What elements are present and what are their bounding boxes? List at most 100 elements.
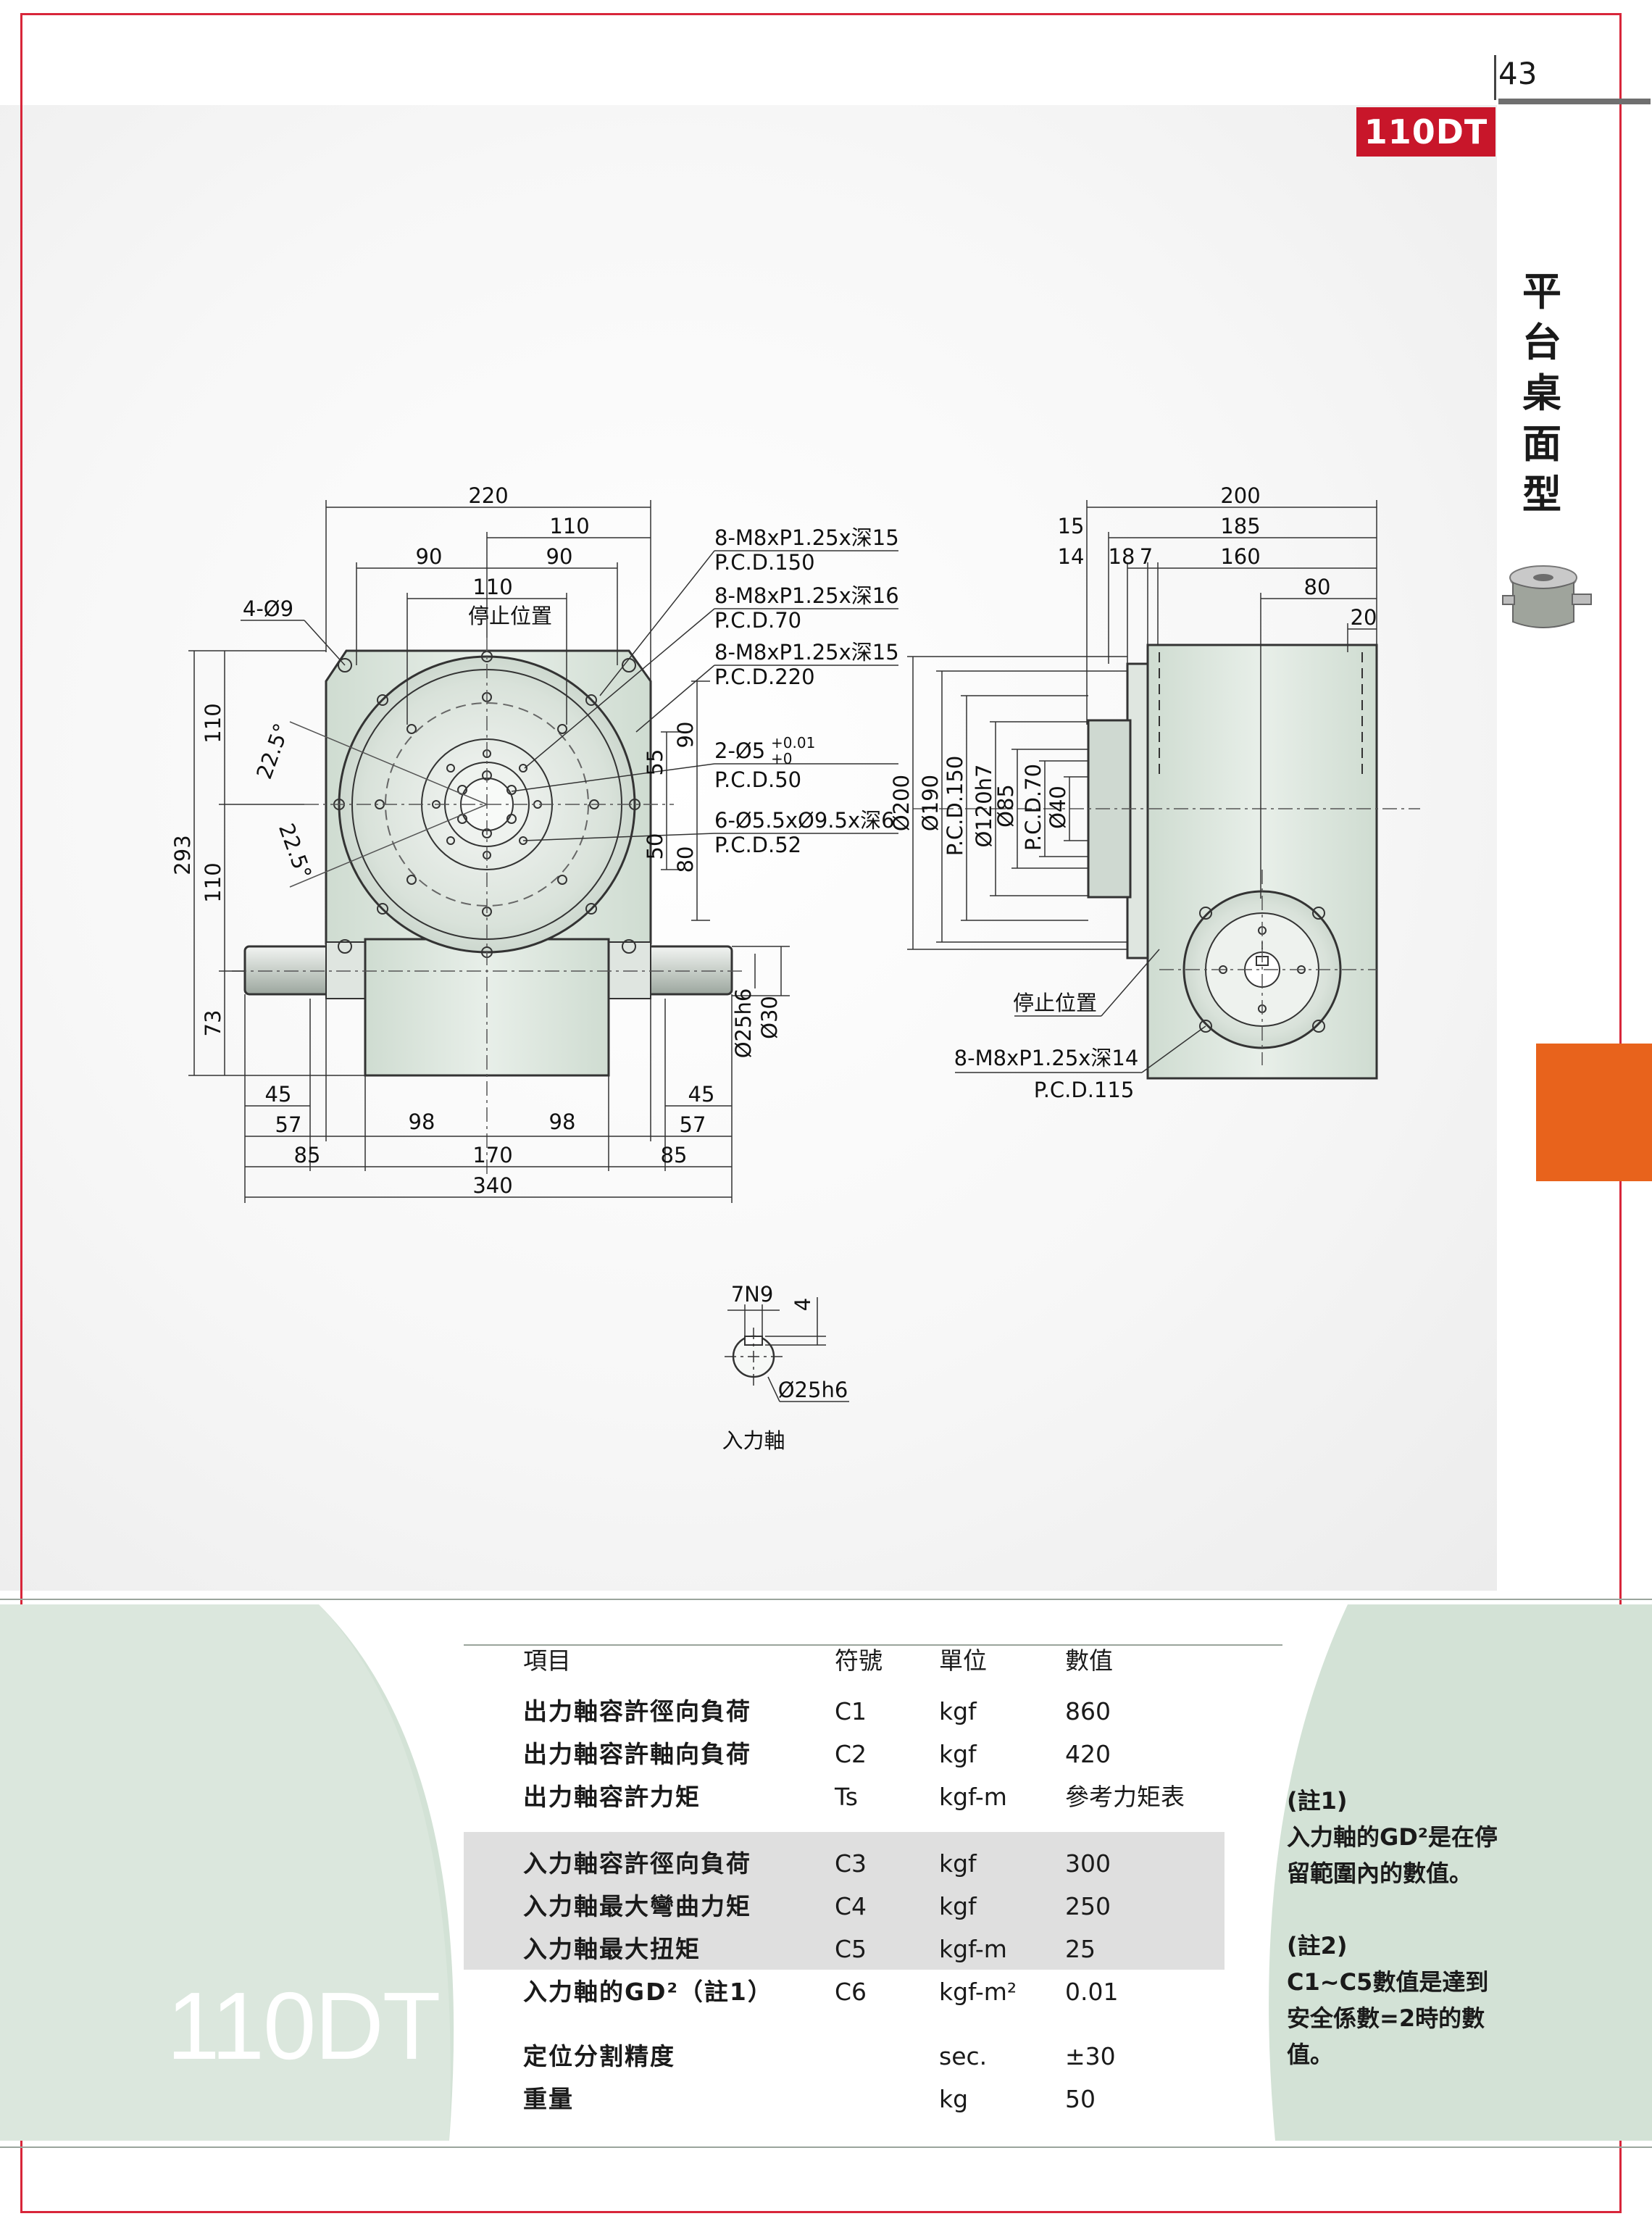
dim-57-left: 57 (275, 1112, 302, 1137)
spec-cell-value: 25 (1065, 1935, 1096, 1963)
side-dim-d190: Ø190 (918, 775, 943, 831)
technical-drawing: 220 110 90 90 110 停止位置 4-Ø9 110 110 293 … (170, 483, 1420, 1453)
spec-cell-item: 入力軸最大扭矩 (523, 1935, 701, 1963)
note-1-line2: 留範圍內的數值。 (1287, 1860, 1473, 1887)
dim-4-holes: 4-Ø9 (243, 596, 293, 621)
dim-293: 293 (170, 835, 195, 875)
spec-header-item: 項目 (523, 1646, 571, 1675)
shaft-diameter: Ø25h6 (778, 1378, 848, 1402)
dim-shaft-30: Ø30 (757, 996, 782, 1039)
dim-110-left-lower: 110 (201, 862, 225, 902)
side-callout-line1: 8-M8xP1.25x深14 (954, 1046, 1139, 1070)
dim-85-left: 85 (294, 1143, 321, 1167)
spec-cell-unit: kgf-m² (939, 1978, 1017, 2006)
callout-3-line1: 8-M8xP1.25x深15 (714, 640, 899, 665)
spec-band-shapes (0, 1604, 1348, 2141)
dim-45-left: 45 (265, 1082, 292, 1107)
spec-cell-symbol: C3 (835, 1849, 867, 1878)
spec-cell-symbol: C2 (835, 1740, 867, 1768)
side-dim-d200: Ø200 (889, 775, 914, 831)
stop-position-label-side: 停止位置 (1013, 991, 1097, 1015)
spec-cell-symbol: Ts (835, 1783, 858, 1811)
note-1-line1: 入力軸的GD²是在停 (1287, 1823, 1498, 1851)
side-dim-7: 7 (1140, 544, 1153, 569)
spec-cell-unit: kgf (939, 1892, 977, 1920)
note-2-line1: C1~C5數值是達到 (1287, 1968, 1489, 1996)
spec-cell-symbol: C5 (835, 1935, 867, 1963)
dim-90-right: 90 (546, 544, 573, 569)
spec-header-symbol: 符號 (835, 1646, 883, 1675)
spec-header-value: 數值 (1065, 1646, 1113, 1675)
side-dim-14: 14 (1058, 544, 1085, 569)
callout-3-line2: P.C.D.220 (714, 665, 815, 689)
side-dim-18: 18 (1109, 544, 1135, 569)
dim-110-upper: 110 (549, 514, 589, 538)
dim-340: 340 (472, 1173, 512, 1198)
angle-22-5-upper: 22.5° (251, 720, 294, 783)
spec-cell-value: 0.01 (1065, 1978, 1119, 2006)
callout-1-line2: P.C.D.150 (714, 550, 815, 575)
dim-shaft-25h6: Ø25h6 (731, 988, 756, 1059)
spec-cell-unit: kgf (939, 1697, 977, 1725)
callout-4-tol-dn: +0 (771, 750, 792, 767)
side-dim-160: 160 (1220, 544, 1260, 569)
spec-cell-value: ±30 (1065, 2042, 1116, 2070)
dim-57-right: 57 (680, 1112, 706, 1137)
spec-cell-unit: kg (939, 2085, 969, 2113)
spec-cell-item: 入力軸最大彎曲力矩 (523, 1892, 751, 1920)
dim-170: 170 (472, 1143, 512, 1167)
dim-220: 220 (468, 483, 508, 508)
spec-cell-item: 重量 (523, 2085, 574, 2113)
dim-110-stop: 110 (472, 575, 512, 599)
spec-cell-item: 出力軸容許軸向負荷 (523, 1740, 751, 1768)
dim-50: 50 (643, 833, 667, 860)
callout-4-line2: P.C.D.50 (714, 767, 801, 792)
spec-cell-value: 參考力矩表 (1065, 1783, 1185, 1811)
spec-cell-value: 860 (1065, 1697, 1111, 1725)
side-dim-20: 20 (1351, 605, 1377, 630)
dim-90-left: 90 (416, 544, 443, 569)
dim-73: 73 (201, 1010, 225, 1037)
spec-cell-symbol: C6 (835, 1978, 867, 2006)
spec-cell-unit: kgf (939, 1740, 977, 1768)
page-number: 43 (1498, 56, 1538, 91)
model-watermark: 110DT (167, 1973, 441, 2079)
spec-cell-item: 入力軸容許徑向負荷 (523, 1849, 751, 1878)
side-dim-d40: Ø40 (1046, 786, 1070, 829)
spec-cell-symbol: C4 (835, 1892, 867, 1920)
spec-cell-unit: sec. (939, 2042, 988, 2070)
angle-22-5-lower: 22.5° (274, 820, 317, 883)
note-2-line3: 值。 (1287, 2041, 1334, 2068)
side-dim-15: 15 (1058, 514, 1085, 538)
spec-cell-value: 300 (1065, 1849, 1111, 1878)
callout-4-line1: 2-Ø5 (714, 738, 765, 763)
shaft-key-7n9: 7N9 (731, 1282, 774, 1307)
side-dim-pcd150: P.C.D.150 (943, 756, 967, 857)
dim-45-right: 45 (688, 1082, 715, 1107)
spec-cell-unit: kgf-m (939, 1783, 1007, 1811)
spec-cell-item: 出力軸容許徑向負荷 (523, 1697, 751, 1725)
chapter-tab-orange (1536, 1044, 1652, 1181)
spec-cell-item: 定位分割精度 (523, 2042, 675, 2070)
side-dim-d120h7: Ø120h7 (972, 764, 996, 847)
side-dim-d85: Ø85 (993, 784, 1018, 828)
dim-98-right: 98 (549, 1109, 576, 1134)
product-thumbnail-image (1502, 565, 1592, 628)
spec-rule-bottom (0, 2146, 1652, 2148)
note-2-title: (註2) (1287, 1932, 1348, 1960)
input-shaft-label: 入力軸 (722, 1428, 785, 1453)
dim-55: 55 (643, 749, 667, 776)
callout-2-line1: 8-M8xP1.25x深16 (714, 583, 899, 608)
note-1-title: (註1) (1287, 1787, 1348, 1815)
spec-cell-item: 入力軸的GD²（註1） (523, 1978, 773, 2006)
shaft-key-depth: 4 (790, 1298, 815, 1311)
side-callout-line2: P.C.D.115 (1034, 1078, 1135, 1102)
spec-cell-value: 50 (1065, 2085, 1096, 2113)
dim-90-vertical: 90 (673, 722, 698, 749)
stop-position-label-front: 停止位置 (468, 604, 552, 628)
model-tab: 110DT (1356, 107, 1495, 157)
spec-header-unit: 單位 (939, 1646, 987, 1675)
callout-4-tol-up: +0.01 (771, 734, 815, 751)
spec-cell-symbol: C1 (835, 1697, 867, 1725)
side-dim-pcd70: P.C.D.70 (1021, 764, 1046, 851)
